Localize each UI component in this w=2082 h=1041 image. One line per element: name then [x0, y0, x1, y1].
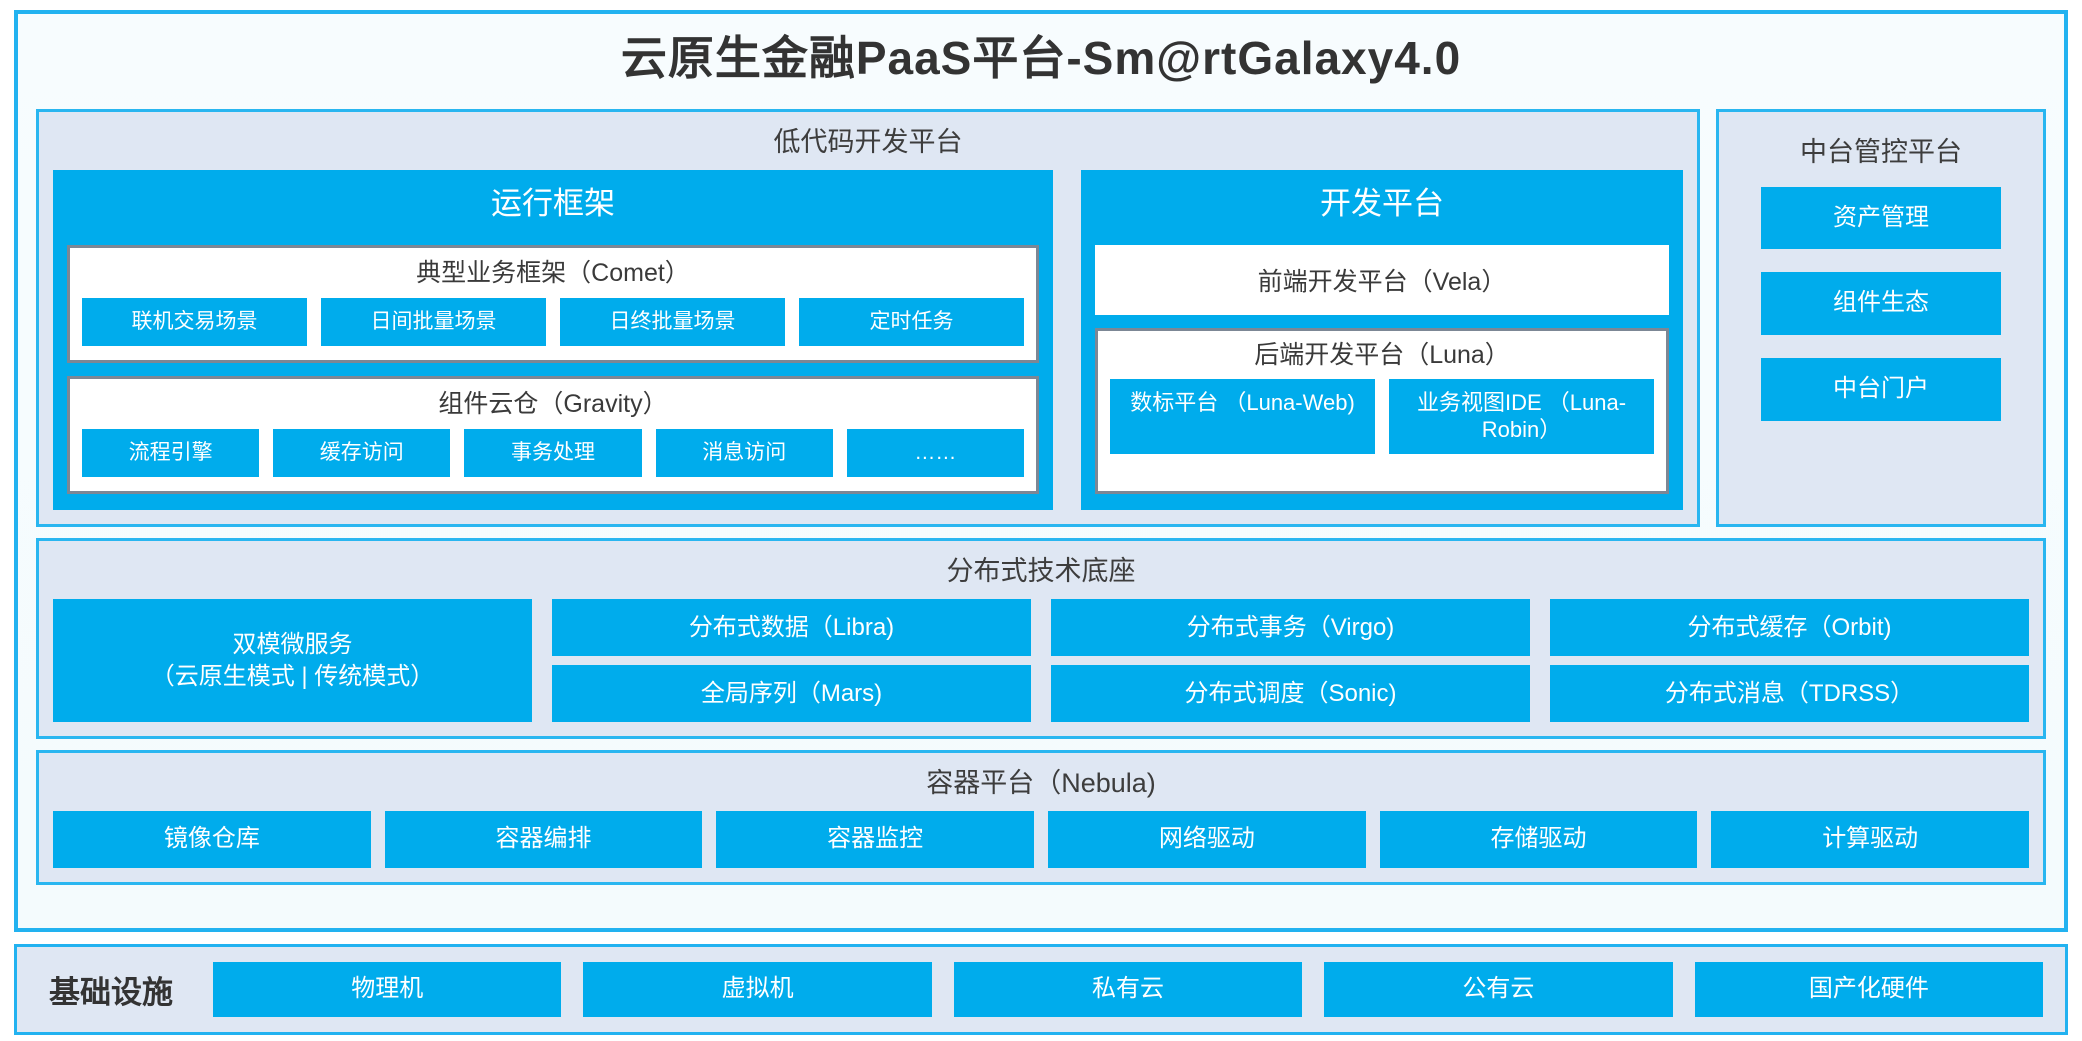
backend-platform-title: 后端开发平台（Luna）	[1254, 340, 1510, 369]
dist-column-3: 分布式缓存（Orbit) 分布式消息（TDRSS）	[1550, 599, 2029, 722]
gravity-item[interactable]: 缓存访问	[273, 428, 451, 478]
backend-items-row: 数标平台 （Luna-Web) 业务视图IDE （Luna-Robin）	[1110, 378, 1654, 454]
infrastructure-item-public-cloud[interactable]: 公有云	[1324, 962, 1673, 1017]
comet-title: 典型业务框架（Comet）	[416, 258, 690, 287]
infrastructure-label: 基础设施	[49, 975, 173, 1011]
backend-item-luna-web[interactable]: 数标平台 （Luna-Web)	[1110, 378, 1375, 454]
comet-item[interactable]: 日间批量场景	[321, 297, 546, 346]
comet-card: 典型业务框架（Comet） 联机交易场景 日间批量场景 日终批量场景 定时任务	[67, 244, 1039, 363]
comet-item[interactable]: 定时任务	[799, 297, 1024, 346]
container-item-storage-driver[interactable]: 存储驱动	[1379, 811, 1698, 868]
gravity-item[interactable]: 消息访问	[655, 428, 833, 478]
dist-item-dual-mode-microservice[interactable]: 双模微服务 （云原生模式 | 传统模式）	[53, 599, 532, 722]
development-platform-title: 开发平台	[1320, 185, 1444, 221]
backend-item-line2: （Luna-Web)	[1224, 389, 1355, 415]
backend-item-luna-robin[interactable]: 业务视图IDE （Luna-Robin）	[1389, 378, 1654, 454]
midplatform-item-asset-management[interactable]: 资产管理	[1761, 186, 2001, 250]
container-platform-title: 容器平台（Nebula)	[926, 767, 1156, 798]
lowcode-platform-title: 低代码开发平台	[773, 126, 963, 157]
container-item-monitoring[interactable]: 容器监控	[716, 811, 1035, 868]
infrastructure-bar: 基础设施 物理机 虚拟机 私有云 公有云 国产化硬件	[14, 944, 2068, 1035]
dist-column-microservice: 双模微服务 （云原生模式 | 传统模式）	[53, 599, 532, 722]
dist-item-line2: （云原生模式 | 传统模式）	[150, 662, 435, 690]
container-platform-panel: 容器平台（Nebula) 镜像仓库 容器编排 容器监控 网络驱动 存储驱动 计算…	[36, 749, 2046, 885]
main-frame: 云原生金融PaaS平台-Sm@rtGalaxy4.0 低代码开发平台 运行框架 …	[14, 10, 2068, 933]
container-item-image-registry[interactable]: 镜像仓库	[53, 811, 371, 868]
midplatform-item-component-ecosystem[interactable]: 组件生态	[1761, 272, 2001, 336]
dist-item-orbit[interactable]: 分布式缓存（Orbit)	[1550, 599, 2029, 657]
infrastructure-item-domestic-hardware[interactable]: 国产化硬件	[1694, 962, 2044, 1017]
midplatform-title: 中台管控平台	[1800, 136, 1962, 167]
gravity-item[interactable]: 流程引擎	[82, 428, 260, 478]
gravity-item-more[interactable]: ……	[846, 428, 1025, 478]
gravity-items-row: 流程引擎 缓存访问 事务处理 消息访问 ……	[82, 428, 1025, 478]
lowcode-platform-panel: 低代码开发平台 运行框架 典型业务框架（Comet） 联机交易场景 日间批量场景…	[36, 108, 1700, 528]
dist-item-tdrss[interactable]: 分布式消息（TDRSS）	[1550, 665, 2029, 722]
lowcode-platform-body: 运行框架 典型业务框架（Comet） 联机交易场景 日间批量场景 日终批量场景 …	[53, 169, 1683, 511]
infrastructure-item-virtual-machine[interactable]: 虚拟机	[583, 962, 932, 1017]
dist-item-libra[interactable]: 分布式数据（Libra)	[552, 599, 1031, 657]
distributed-tech-base-panel: 分布式技术底座 双模微服务 （云原生模式 | 传统模式） 分布式数据（Libra…	[36, 538, 2046, 739]
backend-platform-card: 后端开发平台（Luna） 数标平台 （Luna-Web) 业务视图IDE （Lu…	[1095, 327, 1669, 495]
dist-column-2: 分布式事务（Virgo) 分布式调度（Sonic)	[1051, 599, 1530, 722]
midplatform-items: 资产管理 组件生态 中台门户	[1733, 186, 2029, 429]
container-item-orchestration[interactable]: 容器编排	[384, 811, 703, 868]
gravity-title: 组件云仓（Gravity）	[438, 389, 668, 418]
runtime-framework-block: 运行框架 典型业务框架（Comet） 联机交易场景 日间批量场景 日终批量场景 …	[53, 169, 1053, 511]
page-title: 云原生金融PaaS平台-Sm@rtGalaxy4.0	[620, 32, 1462, 84]
container-platform-body: 镜像仓库 容器编排 容器监控 网络驱动 存储驱动 计算驱动	[53, 811, 2030, 868]
gravity-item[interactable]: 事务处理	[464, 428, 642, 478]
top-region: 低代码开发平台 运行框架 典型业务框架（Comet） 联机交易场景 日间批量场景…	[36, 108, 2046, 528]
infrastructure-item-private-cloud[interactable]: 私有云	[953, 962, 1303, 1017]
container-item-compute-driver[interactable]: 计算驱动	[1711, 811, 2030, 868]
backend-item-line1: 数标平台	[1130, 389, 1219, 415]
gravity-card: 组件云仓（Gravity） 流程引擎 缓存访问 事务处理 消息访问 ……	[67, 375, 1039, 495]
dist-item-mars[interactable]: 全局序列（Mars)	[552, 665, 1031, 722]
development-platform-block: 开发平台 前端开发平台（Vela） 后端开发平台（Luna） 数标平台 （Lun…	[1081, 169, 1683, 511]
comet-item[interactable]: 日终批量场景	[560, 297, 785, 346]
midplatform-item-portal[interactable]: 中台门户	[1761, 358, 2001, 421]
container-item-network-driver[interactable]: 网络驱动	[1048, 811, 1366, 868]
dist-item-virgo[interactable]: 分布式事务（Virgo)	[1051, 599, 1530, 657]
comet-item[interactable]: 联机交易场景	[82, 297, 307, 346]
backend-item-line1: 业务视图IDE	[1416, 389, 1542, 415]
dist-item-line1: 双模微服务	[232, 631, 353, 659]
comet-items-row: 联机交易场景 日间批量场景 日终批量场景 定时任务	[82, 297, 1024, 346]
distributed-tech-base-title: 分布式技术底座	[946, 556, 1136, 587]
runtime-framework-title: 运行框架	[491, 185, 615, 221]
frontend-platform-card[interactable]: 前端开发平台（Vela）	[1095, 244, 1669, 315]
dist-item-sonic[interactable]: 分布式调度（Sonic)	[1051, 665, 1530, 722]
distributed-tech-base-body: 双模微服务 （云原生模式 | 传统模式） 分布式数据（Libra) 全局序列（M…	[53, 599, 2029, 722]
dist-column-1: 分布式数据（Libra) 全局序列（Mars)	[552, 599, 1031, 722]
infrastructure-item-physical-machine[interactable]: 物理机	[213, 962, 562, 1017]
midplatform-panel: 中台管控平台 资产管理 组件生态 中台门户	[1716, 108, 2046, 528]
backend-item-line2: （Luna-Robin）	[1481, 389, 1627, 443]
